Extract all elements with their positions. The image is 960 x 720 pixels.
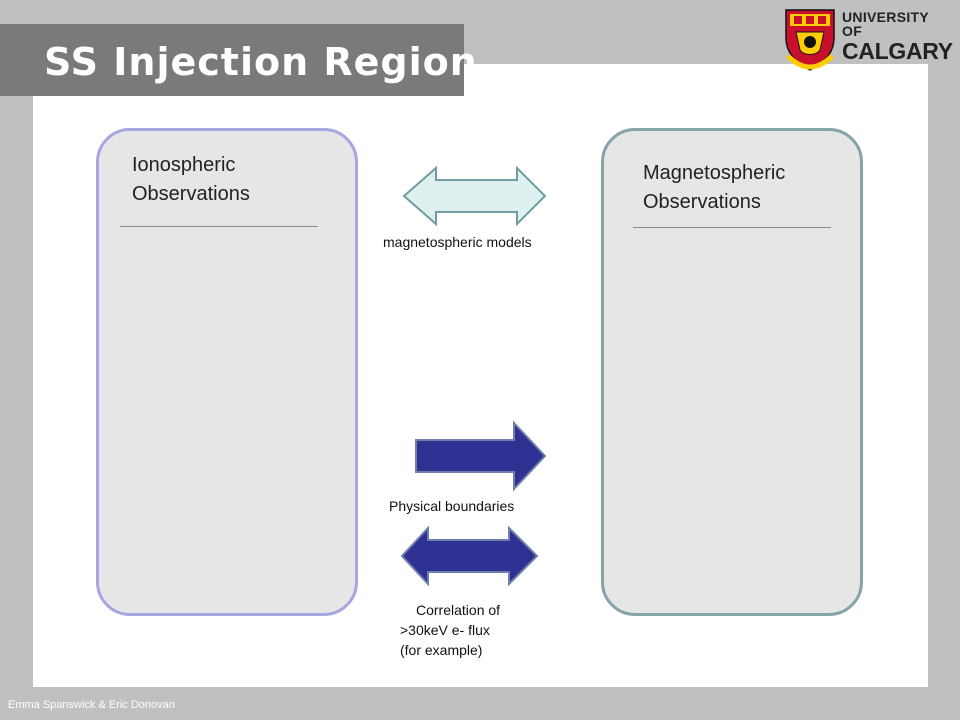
title-bar (0, 24, 464, 96)
slide-title: SS Injection Region (44, 40, 478, 84)
correlation-label: Correlation of >30keV e- flux (for examp… (400, 600, 500, 660)
correlation-label-line-2: >30keV e- flux (400, 622, 490, 638)
magnetospheric-panel-title: Magnetospheric Observations (643, 159, 863, 217)
magnetospheric-title-line-2: Observations (643, 191, 761, 213)
university-logo: UNIVERSITY OF CALGARY (780, 6, 953, 76)
magnetospheric-panel: Magnetospheric Observations (601, 128, 863, 616)
ionospheric-title-line-2: Observations (132, 183, 250, 205)
logo-wordmark: UNIVERSITY OF CALGARY (842, 10, 953, 63)
slide-footer: Emma Spanswick & Eric Donovan (8, 699, 175, 711)
logo-line-2: CALGARY (842, 38, 953, 64)
ionospheric-title-line-1: Ionospheric (132, 154, 236, 176)
crest-icon (785, 9, 835, 71)
models-label: magnetospheric models (383, 234, 532, 250)
boundaries-label: Physical boundaries (389, 498, 515, 514)
boundaries-right-arrow (415, 420, 547, 492)
magnetospheric-title-line-1: Magnetospheric (643, 162, 786, 184)
correlation-label-line-1: Correlation of (416, 602, 501, 618)
ionospheric-title-rule (120, 226, 318, 227)
ionospheric-panel-title: Ionospheric Observations (132, 151, 352, 209)
magnetospheric-title-rule (633, 227, 831, 228)
logo-line-1: UNIVERSITY OF (842, 9, 929, 39)
ionospheric-panel: Ionospheric Observations (96, 128, 358, 616)
models-double-arrow (402, 165, 547, 227)
correlation-label-line-3: (for example) (400, 642, 483, 658)
correlation-double-arrow (400, 525, 539, 587)
